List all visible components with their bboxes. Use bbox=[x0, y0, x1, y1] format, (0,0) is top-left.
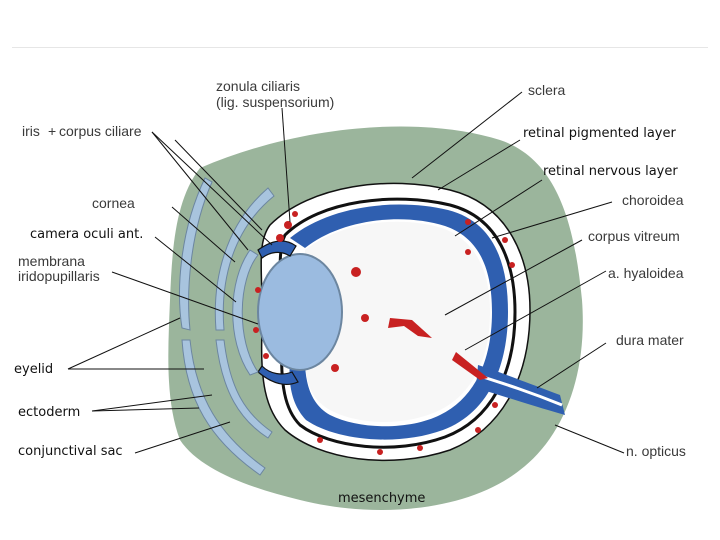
eyelid-band-lower bbox=[181, 339, 266, 476]
label-plus: + bbox=[48, 123, 57, 139]
label-iridopupillaris: iridopupillaris bbox=[18, 268, 100, 284]
label-cornea: cornea bbox=[92, 195, 135, 211]
label-iris: iris bbox=[22, 123, 40, 139]
label-lig-suspensorium: (lig. suspensorium) bbox=[216, 94, 335, 110]
label-eyelid: eyelid bbox=[14, 362, 54, 377]
label-choroidea: choroidea bbox=[622, 192, 684, 208]
label-conjunctival-sac: conjunctival sac bbox=[18, 444, 123, 459]
lens bbox=[257, 253, 343, 371]
top-divider bbox=[12, 47, 708, 48]
label-membrana: membrana bbox=[18, 253, 85, 269]
leader-lines bbox=[67, 91, 625, 454]
label-dura-mater: dura mater bbox=[616, 332, 684, 348]
label-n-opticus: n. opticus bbox=[626, 443, 686, 459]
label-ectoderm: ectoderm bbox=[18, 405, 81, 420]
label-retinal-nervous-layer: retinal nervous layer bbox=[543, 164, 678, 179]
eyelid-band-inner bbox=[214, 187, 275, 331]
retina-band bbox=[289, 204, 508, 440]
label-zonula-ciliaris: zonula ciliaris bbox=[216, 78, 301, 94]
label-camera-oculi-ant: camera oculi ant. bbox=[30, 227, 144, 242]
label-retinal-pigmented-layer: retinal pigmented layer bbox=[523, 126, 676, 141]
label-a-hyaloidea: a. hyaloidea bbox=[608, 265, 684, 281]
eyelid-band-upper bbox=[179, 177, 213, 331]
hyaloid-artery bbox=[388, 318, 432, 338]
label-sclera: sclera bbox=[528, 82, 566, 98]
label-corpus-vitreum: corpus vitreum bbox=[588, 228, 680, 244]
cornea-band bbox=[232, 249, 259, 376]
label-mesenchyme: mesenchyme bbox=[338, 491, 426, 506]
label-corpus-ciliare: corpus ciliare bbox=[59, 123, 142, 139]
